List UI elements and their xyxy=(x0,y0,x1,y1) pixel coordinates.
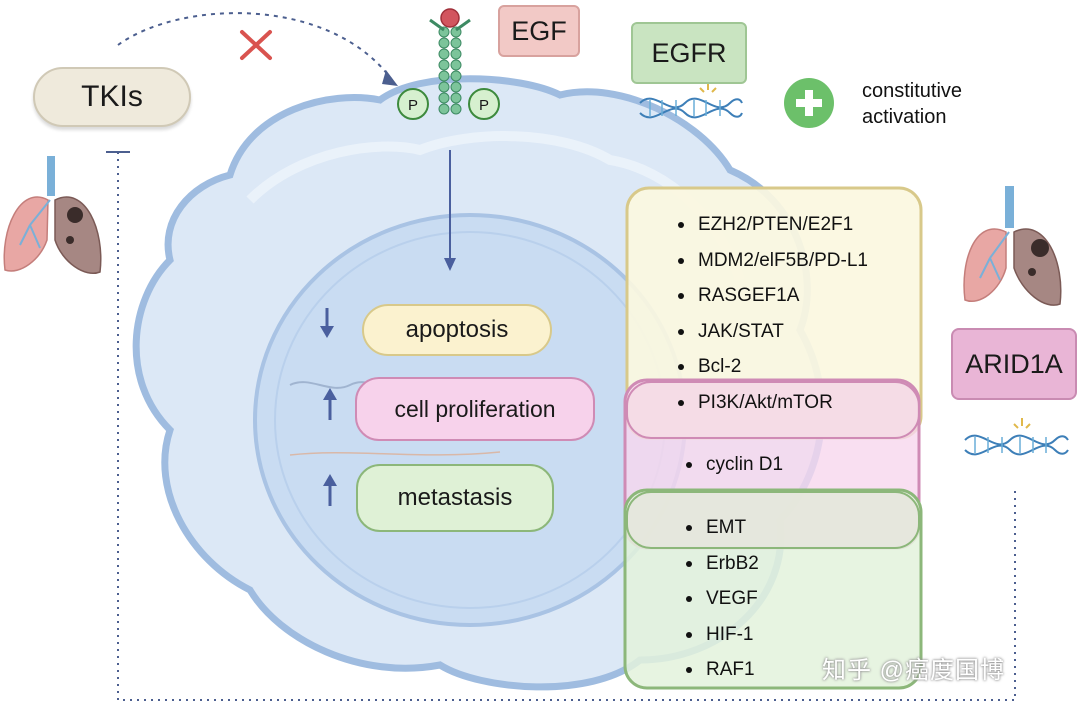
svg-text:P: P xyxy=(479,97,489,114)
signal-arrow-down xyxy=(444,150,456,271)
pathway-item: VEGF xyxy=(684,581,759,617)
egfr-text: EGFR xyxy=(651,37,727,68)
block-x-icon xyxy=(240,30,272,60)
proliferation-up-arrow xyxy=(323,388,337,420)
phospho-right-icon: P xyxy=(468,88,500,120)
pathway-item: MDM2/elF5B/PD-L1 xyxy=(676,243,868,279)
activation-text: activation xyxy=(862,106,947,128)
dna-icon-arid1a xyxy=(964,418,1069,456)
arid1a-text: ARID1A xyxy=(965,348,1063,379)
tkis-text: TKIs xyxy=(81,80,143,113)
pathway-item: RAF1 xyxy=(684,652,759,688)
arid1a-label: ARID1A xyxy=(951,328,1077,400)
apoptosis-text: apoptosis xyxy=(405,316,509,343)
pink-pathway-list: cyclin D1 xyxy=(684,447,783,483)
pathway-item: PI3K/Akt/mTOR xyxy=(676,385,868,421)
watermark: 知乎 @癌度国博 xyxy=(822,650,1005,685)
constitutive-text: constitutive xyxy=(862,80,963,102)
egf-label: EGF xyxy=(498,5,580,57)
phospho-left-icon: P xyxy=(397,88,429,120)
cell-proliferation-pill: cell proliferation xyxy=(355,377,595,441)
metastasis-text: metastasis xyxy=(397,484,513,511)
lungs-icon-left xyxy=(3,156,102,274)
cell-proliferation-text: cell proliferation xyxy=(394,395,556,422)
pathway-item: EMT xyxy=(684,510,759,546)
green-pathway-list: EMT ErbB2 VEGF HIF-1 RAF1 xyxy=(684,510,759,688)
watermark-text: 知乎 @癌度国博 xyxy=(822,657,1006,684)
dna-icon-egfr xyxy=(639,82,743,119)
apoptosis-down-arrow xyxy=(320,308,334,338)
lungs-icon-right xyxy=(963,186,1062,306)
tkis-label: TKIs xyxy=(33,67,191,127)
egfr-label: EGFR xyxy=(631,22,747,84)
constitutive-activation-label: constitutive activation xyxy=(862,78,962,130)
pathway-item: HIF-1 xyxy=(684,617,759,653)
yellow-pathway-list: EZH2/PTEN/E2F1 MDM2/elF5B/PD-L1 RASGEF1A… xyxy=(676,207,868,421)
pathway-item: RASGEF1A xyxy=(676,278,868,314)
pathway-item: JAK/STAT xyxy=(676,314,868,350)
egf-text: EGF xyxy=(511,15,567,46)
plus-icon xyxy=(784,78,834,128)
pathway-item: cyclin D1 xyxy=(684,447,783,483)
tkis-inhibition-line xyxy=(117,152,1016,701)
pathway-item: EZH2/PTEN/E2F1 xyxy=(676,207,868,243)
svg-text:P: P xyxy=(408,97,418,114)
metastasis-pill: metastasis xyxy=(356,464,554,532)
pathway-item: Bcl-2 xyxy=(676,349,868,385)
pathway-item: ErbB2 xyxy=(684,546,759,582)
metastasis-up-arrow xyxy=(323,474,337,506)
egfr-receptor xyxy=(429,8,471,115)
apoptosis-pill: apoptosis xyxy=(362,304,552,356)
